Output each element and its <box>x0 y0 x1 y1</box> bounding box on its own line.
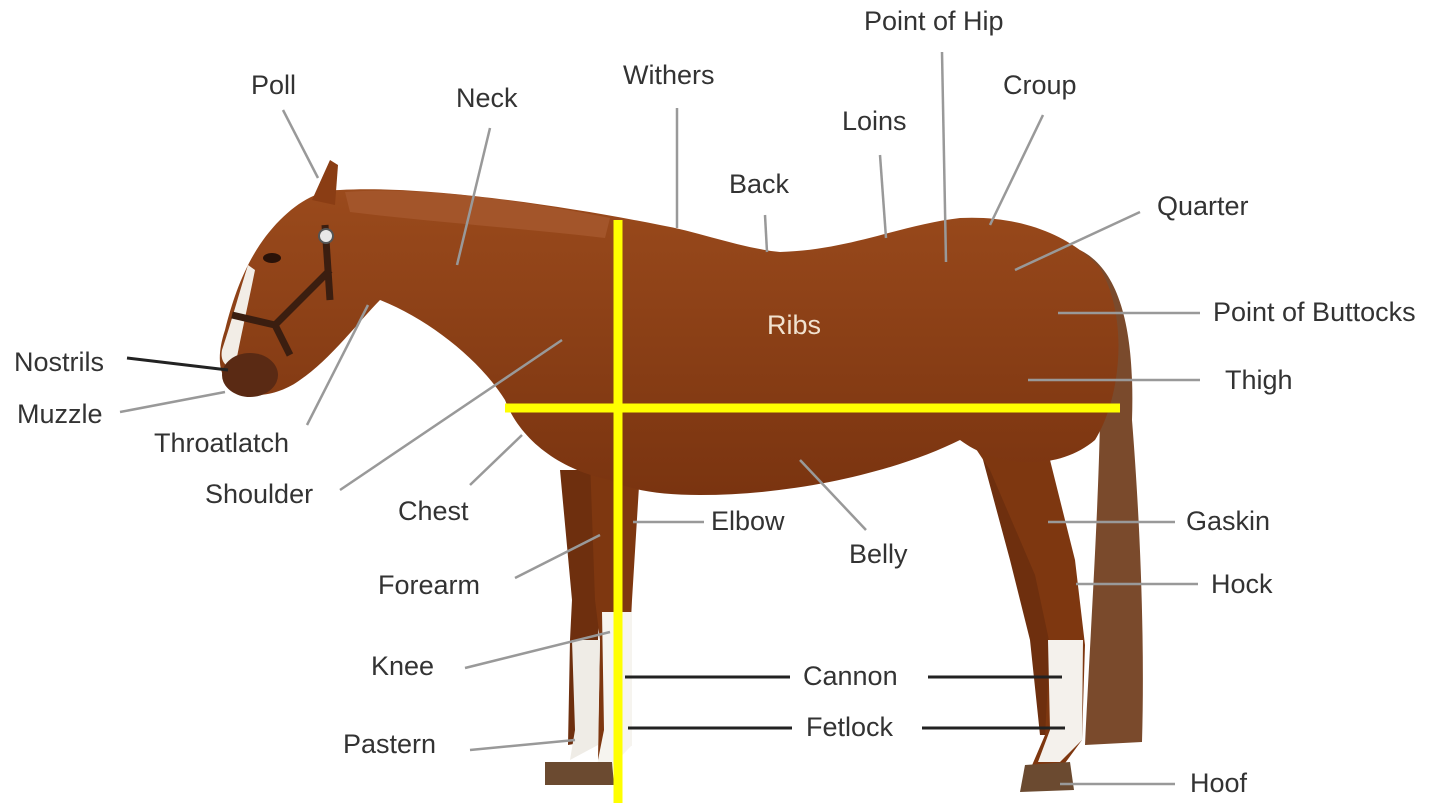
label-point-of-hip: Point of Hip <box>864 8 1004 35</box>
label-knee: Knee <box>371 653 434 680</box>
horse-body <box>220 189 1119 495</box>
label-nostrils: Nostrils <box>14 349 104 376</box>
label-croup: Croup <box>1003 72 1077 99</box>
label-hoof: Hoof <box>1190 770 1247 797</box>
label-loins: Loins <box>842 108 907 135</box>
leader-loins <box>880 155 886 238</box>
label-pastern: Pastern <box>343 731 436 758</box>
label-ribs: Ribs <box>767 312 821 339</box>
label-belly: Belly <box>849 541 908 568</box>
leader-nostrils <box>127 358 228 370</box>
label-forearm: Forearm <box>378 572 480 599</box>
label-quarter: Quarter <box>1157 193 1249 220</box>
label-fetlock: Fetlock <box>806 714 893 741</box>
leader-poll <box>283 110 318 178</box>
label-back: Back <box>729 171 789 198</box>
leader-pastern <box>470 740 575 750</box>
label-muzzle: Muzzle <box>17 401 103 428</box>
label-chest: Chest <box>398 498 469 525</box>
label-shoulder: Shoulder <box>205 481 313 508</box>
label-poll: Poll <box>251 72 296 99</box>
label-thigh: Thigh <box>1225 367 1293 394</box>
label-withers: Withers <box>623 62 715 89</box>
nose <box>222 353 278 397</box>
leader-croup <box>990 115 1043 225</box>
halter-ring <box>319 229 333 243</box>
leader-muzzle <box>120 392 225 412</box>
ear <box>312 160 338 205</box>
label-cannon: Cannon <box>803 663 898 690</box>
front-sock-far <box>570 640 600 760</box>
eye <box>263 253 281 263</box>
label-point-of-buttocks: Point of Buttocks <box>1213 299 1416 326</box>
label-neck: Neck <box>456 85 518 112</box>
hind-hoof <box>1020 762 1074 792</box>
front-hooves <box>545 762 614 785</box>
label-throatlatch: Throatlatch <box>154 430 289 457</box>
label-gaskin: Gaskin <box>1186 508 1270 535</box>
label-hock: Hock <box>1211 571 1273 598</box>
leader-chest <box>470 435 522 485</box>
leader-back <box>765 215 767 252</box>
label-elbow: Elbow <box>711 508 785 535</box>
